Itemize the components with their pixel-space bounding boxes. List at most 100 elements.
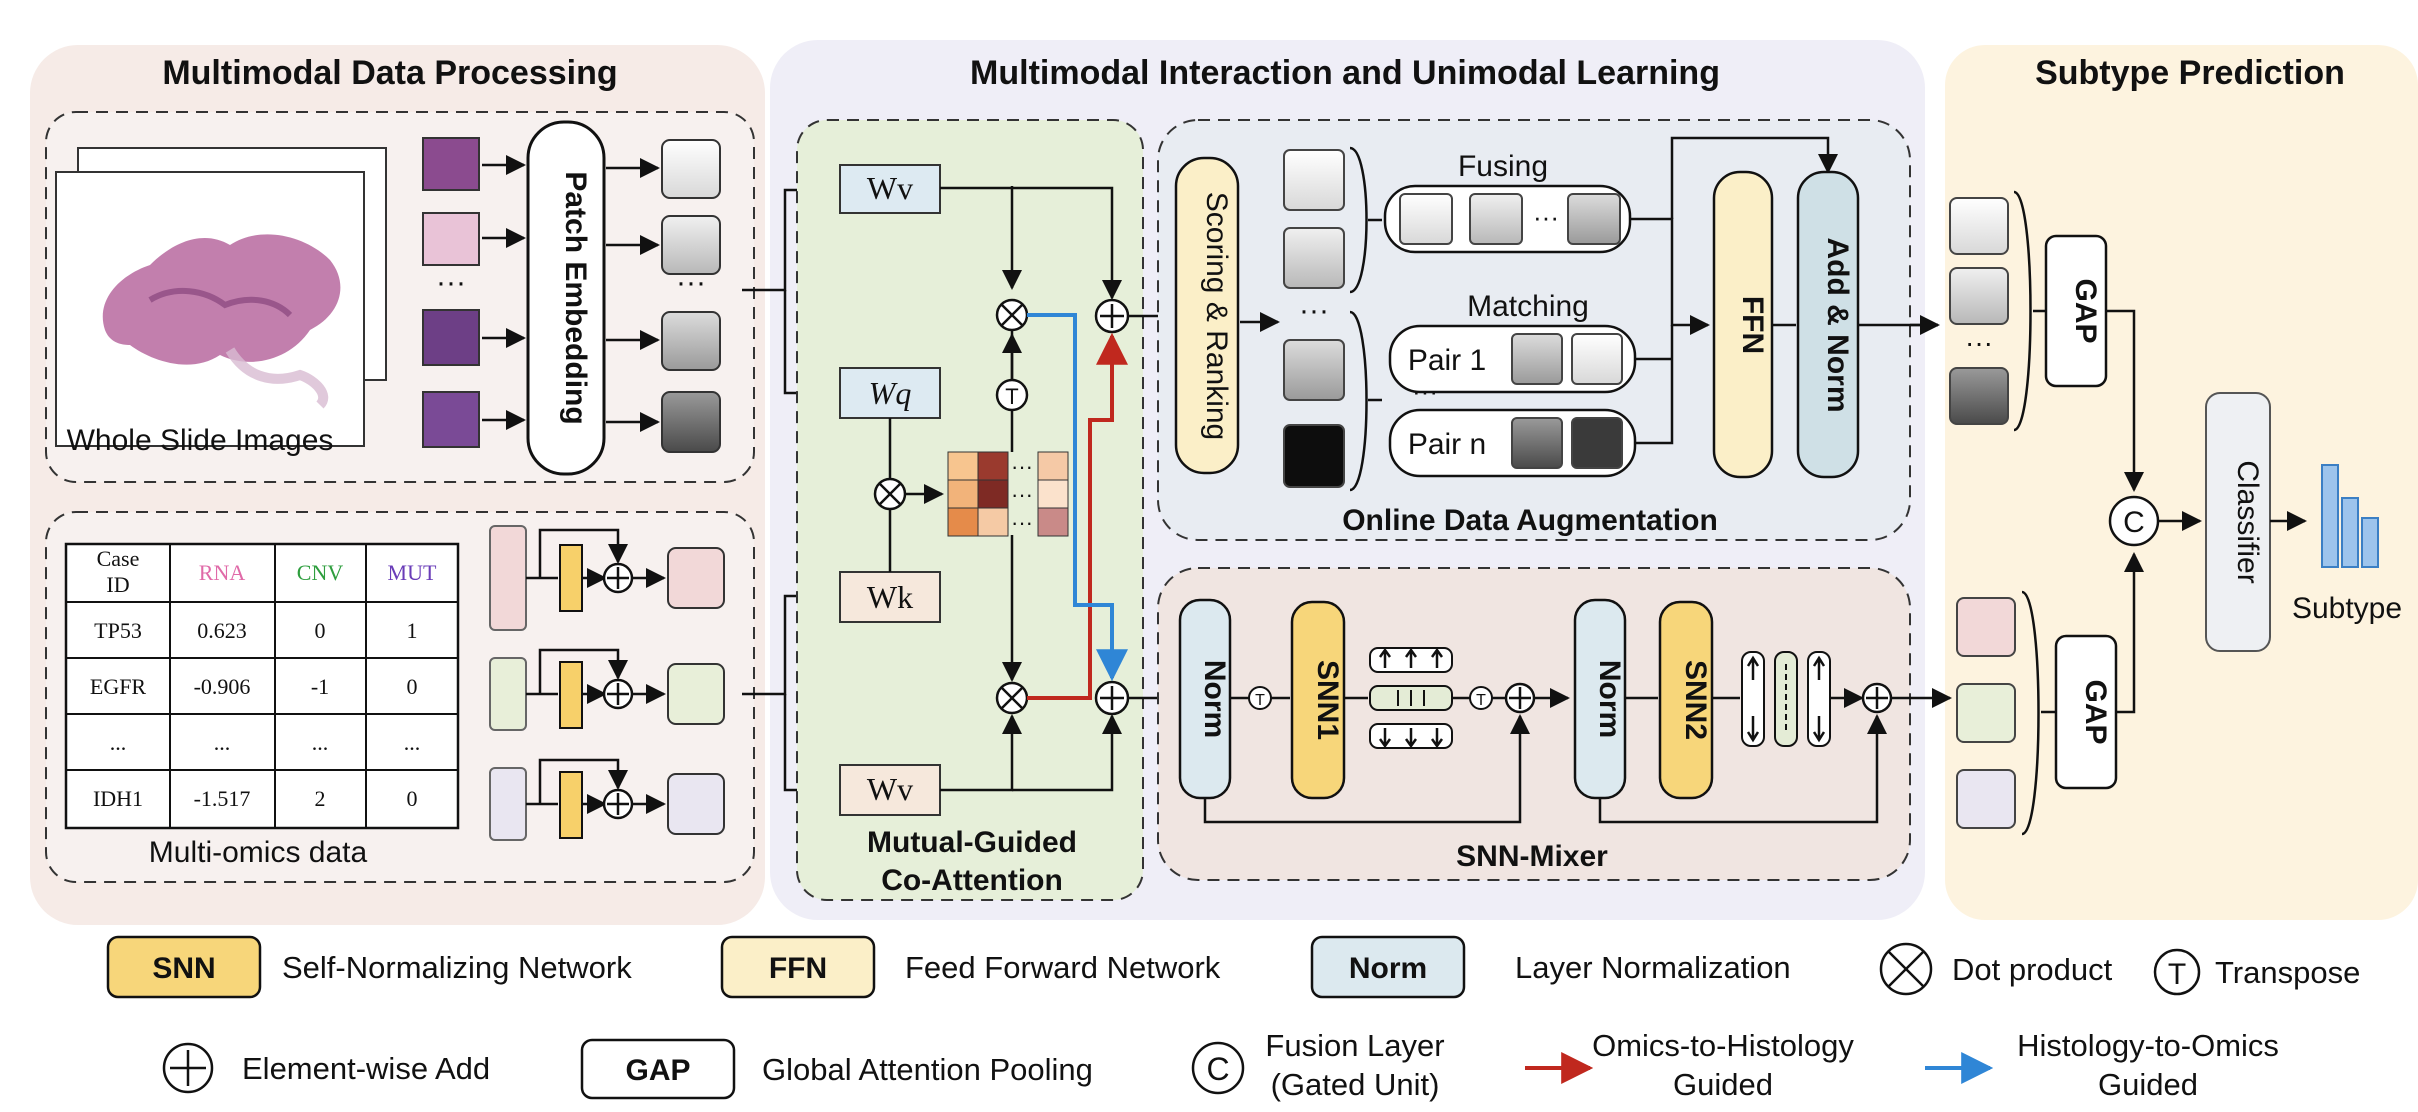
legend-fusion-icon: C [1191, 1041, 1245, 1095]
svg-text:···: ··· [1011, 454, 1033, 479]
legend-gap-text: Global Attention Pooling [762, 1052, 1093, 1087]
legend-gap-box [580, 1038, 736, 1100]
table-cell-1-1: -0.906 [194, 674, 251, 699]
wv-top-label: Wv [867, 170, 913, 206]
dot-product-top [995, 298, 1029, 332]
add-top [1094, 298, 1130, 334]
gap-top-label: GAP [2069, 278, 2102, 343]
table-cell-1-2: -1 [311, 674, 329, 699]
table-cell-3-3: 0 [407, 786, 418, 811]
legend-transpose-text: Transpose [2215, 955, 2360, 990]
add-bottom [1094, 680, 1130, 716]
histology-to-omics-arrow [1027, 313, 1128, 682]
legend-add-icon [162, 1042, 214, 1094]
add-mixer-2 [1861, 682, 1893, 714]
token-mixing-icon [1369, 647, 1453, 749]
wsi-tokens-pred: ··· [1949, 190, 2032, 432]
legend-o2h-text-2: Guided [1673, 1067, 1773, 1102]
scoring-ranking-box [1174, 156, 1240, 475]
legend-snn-text: Self-Normalizing Network [282, 950, 632, 985]
table-cell-3-0: IDH1 [93, 786, 143, 811]
svg-text:SNN: SNN [152, 952, 215, 985]
matching-label: Matching [1467, 290, 1589, 323]
patch-2 [422, 212, 480, 266]
omics-to-histology-arrow [1027, 332, 1128, 700]
table-cell-2-0: ... [110, 730, 127, 755]
legend: SNN Self-Normalizing Network FFN Feed Fo… [106, 935, 2360, 1102]
pair-ellipsis: ··· [1412, 376, 1438, 406]
legend-dot-icon [1879, 942, 1933, 996]
pair-1-label: Pair 1 [1408, 344, 1486, 377]
wv-bottom-box [839, 764, 941, 816]
legend-h2o-text-2: Guided [2098, 1067, 2198, 1102]
table-cell-2-3: ... [404, 730, 421, 755]
add-mixer-1 [1504, 682, 1536, 714]
wk-box [839, 571, 941, 623]
table-header-0-part-0: Case [97, 546, 140, 571]
legend-o2h-text-1: Omics-to-Histology [1592, 1028, 1854, 1063]
svg-text:···: ··· [1299, 294, 1329, 327]
patch-4 [422, 391, 480, 448]
wsi-label: Whole Slide Images [67, 424, 334, 457]
patch-ellipsis: ··· [436, 266, 466, 299]
ffn-label: FFN [1736, 296, 1769, 354]
svg-text:Norm: Norm [1349, 952, 1427, 985]
legend-h2o-text-1: Histology-to-Omics [2017, 1028, 2279, 1063]
svg-text:···: ··· [1965, 327, 1993, 358]
wq-box [839, 367, 941, 419]
table-cell-0-2: 0 [315, 618, 326, 643]
gap-bottom-label: GAP [2079, 679, 2112, 744]
svg-text:···: ··· [1011, 510, 1033, 535]
omics-label: Multi-omics data [149, 836, 368, 869]
svg-text:GAP: GAP [625, 1054, 690, 1087]
panel-title-prediction: Subtype Prediction [2035, 54, 2345, 92]
omics-branch-cnv [489, 648, 725, 731]
panel-title-interaction: Multimodal Interaction and Unimodal Lear… [970, 54, 1720, 92]
subtype-label: Subtype [2292, 592, 2402, 625]
table-header-1: RNA [199, 560, 246, 585]
legend-fusion-text-2: (Gated Unit) [1271, 1067, 1440, 1102]
snn-2-label: SNN2 [1679, 660, 1712, 740]
legend-snn-box [106, 935, 262, 999]
snn-1-box [1290, 600, 1346, 800]
transpose-2: T [1469, 686, 1493, 710]
attention-matrix: ··· ··· ··· [947, 451, 1069, 537]
fusing-label: Fusing [1458, 150, 1548, 183]
token-ellipsis: ··· [676, 266, 706, 299]
panel-title-processing: Multimodal Data Processing [162, 54, 617, 92]
snn-2-box [1658, 600, 1714, 800]
patch-embedding-label: Patch Embedding [559, 171, 592, 424]
fusion-layer: C [2108, 495, 2160, 547]
legend-fusion-text-1: Fusion Layer [1265, 1028, 1444, 1063]
table-cell-3-2: 2 [315, 786, 326, 811]
classifier-label: Classifier [2231, 460, 2264, 583]
svg-text:···: ··· [1011, 482, 1033, 507]
legend-dot-text: Dot product [1952, 952, 2113, 987]
svg-text:T: T [1476, 692, 1486, 709]
legend-add-text: Element-wise Add [242, 1051, 490, 1086]
wq-label: Wq [869, 375, 912, 411]
table-cell-3-1: -1.517 [194, 786, 251, 811]
augmentation-title: Online Data Augmentation [1342, 504, 1718, 537]
wsi-token-4 [661, 391, 721, 453]
tissue-image [102, 234, 341, 409]
table-cell-2-2: ... [312, 730, 329, 755]
table-header-0-part-1: ID [106, 572, 129, 597]
wsi-token-2 [661, 215, 721, 275]
table-cell-0-3: 1 [407, 618, 418, 643]
wk-label: Wk [867, 579, 913, 615]
omics-branch-rna [489, 525, 725, 631]
snn-1-label: SNN1 [1311, 660, 1344, 740]
legend-norm-box [1310, 935, 1466, 999]
table-header-3: MUT [388, 560, 437, 585]
table-cell-0-0: TP53 [94, 618, 142, 643]
dot-product-qk [873, 477, 907, 511]
legend-norm-text: Layer Normalization [1515, 950, 1791, 985]
omics-tokens-pred [1956, 590, 2040, 836]
coattention-title-1: Mutual-Guided [867, 826, 1077, 859]
coattention-title-2: Co-Attention [881, 864, 1063, 897]
patch-3 [422, 309, 480, 366]
patch-1 [422, 137, 480, 191]
svg-text:C: C [2123, 506, 2145, 539]
dot-product-bottom [995, 681, 1029, 715]
